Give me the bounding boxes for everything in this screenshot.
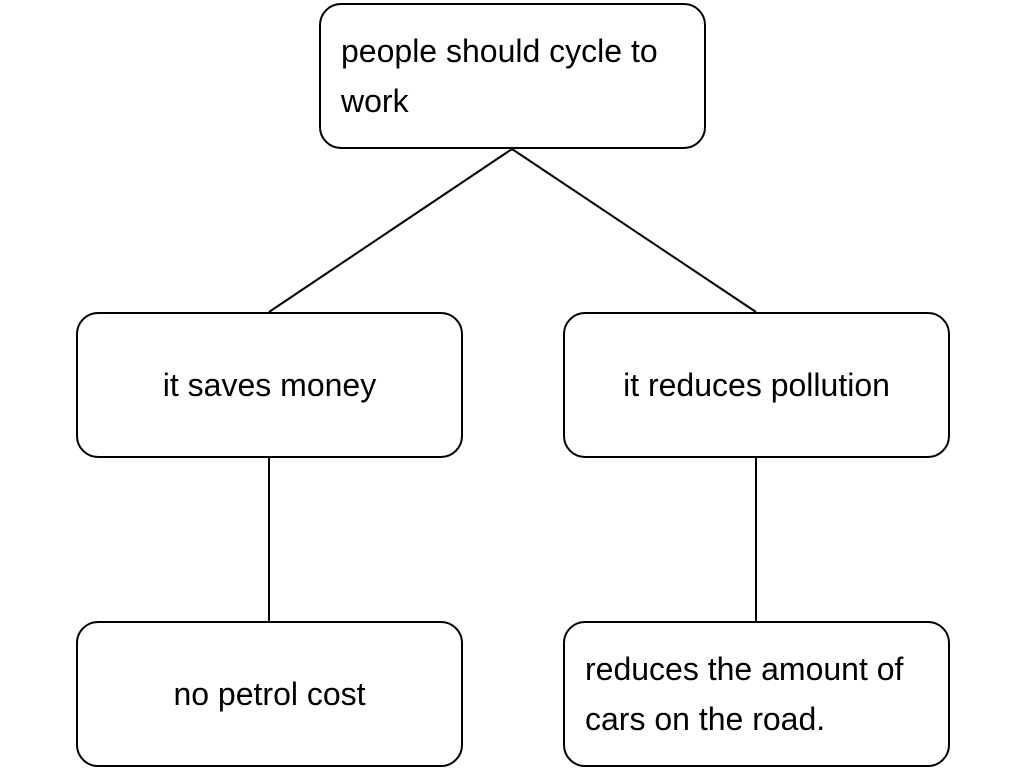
reason-node-reduces-pollution: it reduces pollution [563, 312, 950, 458]
evidence-node-fewer-cars: reduces the amount of cars on the road. [563, 621, 950, 767]
reason-text-reduces-pollution: it reduces pollution [623, 367, 890, 403]
connector-root-to-saves-money [268, 148, 513, 313]
reason-node-saves-money: it saves money [76, 312, 463, 458]
evidence-node-no-petrol-cost: no petrol cost [76, 621, 463, 767]
connector-root-to-reduces-pollution [511, 148, 757, 313]
evidence-text-fewer-cars: reduces the amount of cars on the road. [585, 651, 904, 737]
root-claim-node: people should cycle to work [319, 3, 706, 149]
root-claim-text: people should cycle to work [341, 33, 658, 119]
evidence-text-no-petrol-cost: no petrol cost [173, 676, 366, 712]
reason-text-saves-money: it saves money [162, 367, 377, 403]
